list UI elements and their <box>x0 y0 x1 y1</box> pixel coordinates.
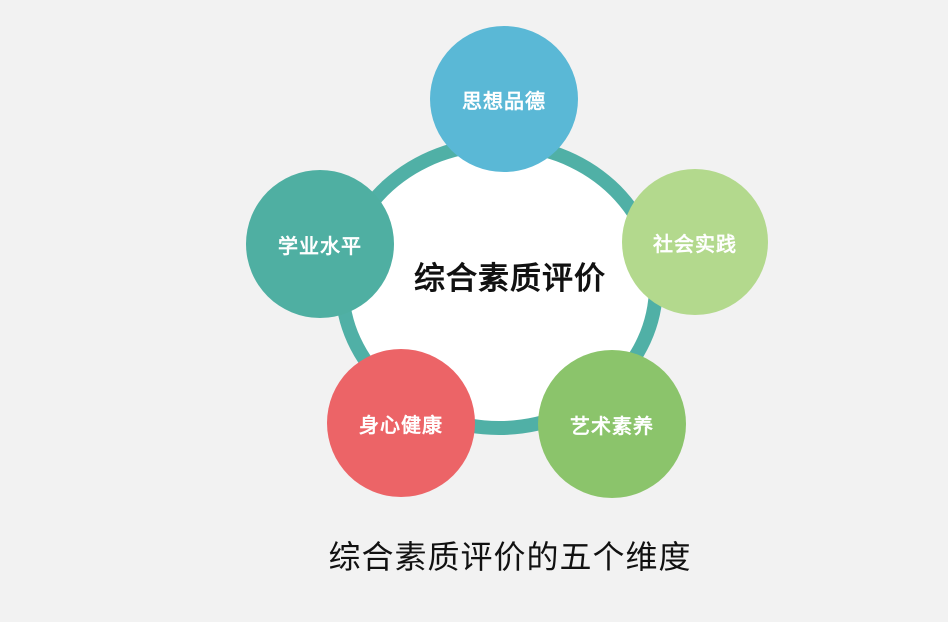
diagram-caption: 综合素质评价的五个维度 <box>328 538 692 576</box>
node-moral-character: 思想品德 <box>430 26 578 172</box>
node-academic-level: 学业水平 <box>246 170 394 318</box>
node-label: 社会实践 <box>653 231 737 256</box>
node-label: 艺术素养 <box>570 413 654 438</box>
node-artistic-literacy: 艺术素养 <box>538 350 686 498</box>
node-label: 学业水平 <box>278 233 362 258</box>
node-social-practice: 社会实践 <box>622 169 768 315</box>
center-title: 综合素质评价 <box>414 260 606 297</box>
node-label: 身心健康 <box>359 412 443 437</box>
node-label: 思想品德 <box>462 88 546 113</box>
node-physical-mental-health: 身心健康 <box>327 349 475 497</box>
